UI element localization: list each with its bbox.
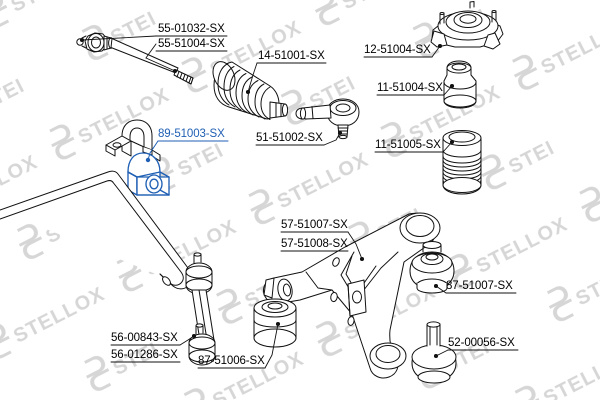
label-87-51007-sx: 87-51007-SX — [446, 280, 513, 292]
label-12-51004-sx: 12-51004-SX — [364, 44, 431, 56]
label-56-01286-sx: 56-01286-SX — [111, 349, 178, 361]
label-89-51003-sx: 89-51003-SX — [158, 128, 225, 140]
label-87-51006-sx: 87-51006-SX — [198, 355, 265, 367]
label-11-51005-sx: 11-51005-SX — [375, 139, 441, 151]
label-57-51008-sx: 57-51008-SX — [281, 238, 348, 250]
label-11-51004-sx: 11-51004-SX — [377, 82, 443, 94]
label-57-51007-sx: 57-51007-SX — [281, 219, 348, 231]
label-55-01032-sx: 55-01032-SX — [158, 23, 225, 35]
label-55-51004-sx: 55-51004-SX — [158, 38, 225, 50]
label-56-00843-sx: 56-00843-SX — [111, 332, 178, 344]
label-14-51001-sx: 14-51001-SX — [258, 50, 325, 62]
label-51-51002-sx: 51-51002-SX — [256, 132, 323, 144]
label-52-00056-sx: 52-00056-SX — [448, 337, 515, 349]
